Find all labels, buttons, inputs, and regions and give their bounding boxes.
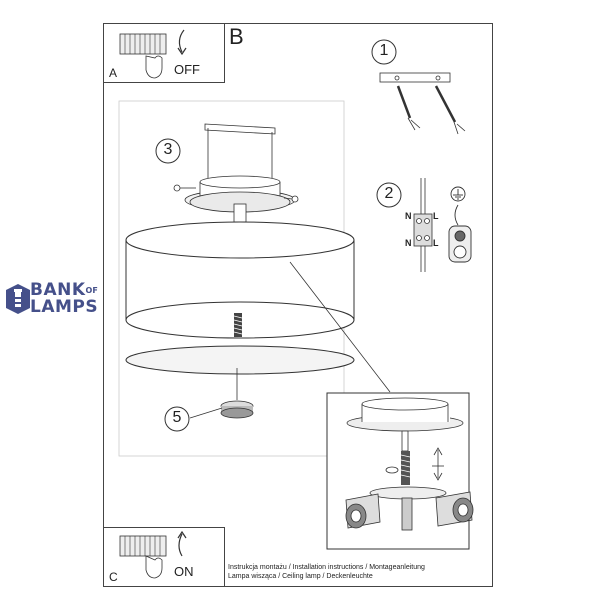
terminal-l-top: L: [433, 211, 439, 221]
ceiling-bracket-wires: [379, 72, 466, 135]
ceiling-canopy: [184, 175, 296, 213]
curved-arrow-icon: [177, 530, 187, 557]
lamp-shade: [125, 221, 355, 339]
step-circle-2: [376, 182, 402, 208]
hand-icon: [145, 55, 163, 79]
detail-threaded-rod: [400, 451, 411, 485]
ground-symbol-icon: [450, 186, 466, 226]
section-label-b: B: [229, 24, 244, 49]
terminal-n-top: N: [405, 211, 412, 221]
ground-terminal: [448, 225, 472, 263]
on-label: ON: [174, 564, 194, 579]
step-number-3: 3: [163, 141, 173, 158]
center-stem: [233, 203, 247, 223]
logo-bank: BANK: [30, 280, 86, 300]
finial-cap: [220, 400, 254, 419]
panel-c-label: C: [109, 570, 118, 584]
hand-icon: [145, 555, 163, 579]
switch-panel-icon: [119, 535, 167, 557]
step-number-1: 1: [379, 42, 389, 59]
curved-arrow-icon: [177, 29, 187, 56]
screw-right: [283, 195, 299, 203]
off-label: OFF: [174, 62, 200, 77]
panel-a-label: A: [109, 66, 118, 80]
detail-leader-line: [289, 261, 391, 393]
step-number-2: 2: [384, 185, 394, 202]
terminal-l-bottom: L: [433, 238, 439, 248]
step-circle-5: [164, 406, 190, 432]
terminal-n-bottom: N: [405, 238, 412, 248]
logo-text: BANKOF LAMPS: [30, 282, 98, 316]
footer-text: Instrukcja montażu / Installation instru…: [228, 563, 425, 581]
logo-of: OF: [85, 286, 98, 295]
footer-line-1: Instrukcja montażu / Installation instru…: [228, 564, 425, 571]
instruction-frame: [103, 23, 493, 587]
detail-arrows: [432, 447, 444, 481]
logo-lamps: LAMPS: [30, 297, 99, 317]
footer-line-2: Lampa wisząca / Ceiling lamp / Deckenleu…: [228, 573, 373, 580]
diffuser: [125, 345, 355, 375]
step-number-5: 5: [172, 409, 182, 426]
detail-center-post: [401, 497, 413, 531]
detail-socket-left: [345, 493, 381, 529]
terminal-block: [413, 178, 433, 272]
panel-c: C ON: [103, 527, 225, 587]
mounting-bracket: [204, 123, 276, 185]
detail-socket-right: [435, 491, 474, 527]
detail-stem: [401, 430, 409, 452]
step-circle-1: [371, 39, 397, 65]
screw-left: [173, 184, 196, 192]
step-circle-3: [155, 138, 181, 164]
threaded-rod: [233, 313, 243, 337]
switch-panel-icon: [119, 33, 167, 55]
detail-canopy: [346, 397, 464, 432]
